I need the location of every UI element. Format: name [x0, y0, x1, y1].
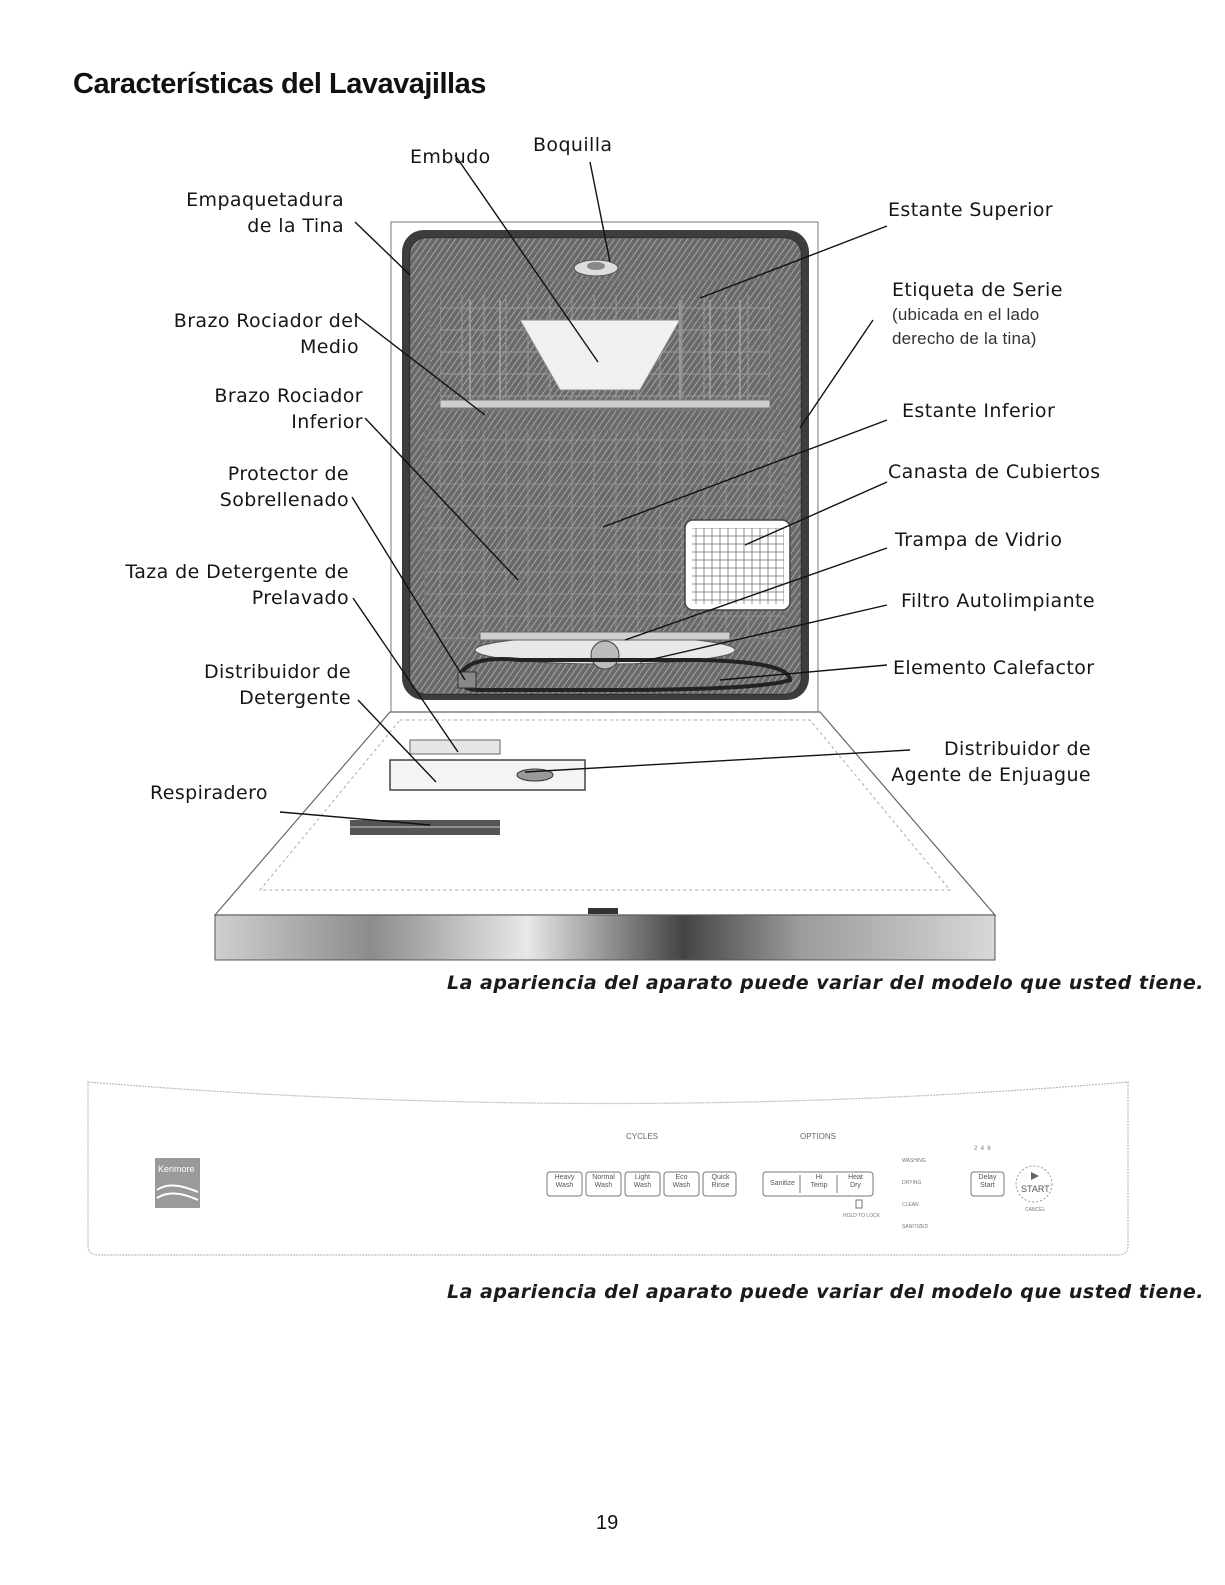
label-taza-detergente: Taza de Detergente de Prelavado	[125, 561, 349, 609]
heat-dry-button[interactable]: Heat Dry	[848, 1174, 863, 1189]
label-protector: Protector de Sobrellenado	[219, 463, 349, 511]
label-elemento-calefactor: Elemento Calefactor	[893, 657, 1095, 679]
label-distribuidor-detergente: Distribuidor de Detergente	[203, 661, 351, 709]
brand-text: Kenmore	[158, 1164, 195, 1174]
cancel-label: CANCEL	[1025, 1207, 1046, 1213]
label-canasta-cubiertos: Canasta de Cubiertos	[888, 461, 1101, 483]
caption-bottom: La apariencia del aparato puede variar d…	[447, 1281, 1204, 1303]
page-number: 19	[596, 1512, 619, 1534]
label-trampa-vidrio: Trampa de Vidrio	[895, 529, 1063, 551]
label-embudo: Embudo	[410, 146, 491, 168]
start-button[interactable]: START	[1021, 1184, 1050, 1194]
sanitize-button[interactable]: Sanitize	[770, 1180, 795, 1187]
status-drying: DRYING	[902, 1180, 922, 1186]
hold-to-lock-label: HOLD TO LOCK	[843, 1213, 881, 1219]
status-washing: WASHING	[902, 1158, 926, 1164]
options-heading: OPTIONS	[800, 1132, 837, 1141]
delay-start-button[interactable]: Delay Start	[978, 1174, 997, 1189]
label-boquilla: Boquilla	[533, 134, 613, 156]
label-brazo-medio: Brazo Rociador del Medio	[173, 310, 359, 358]
cycles-heading: CYCLES	[626, 1132, 659, 1141]
caption-top: La apariencia del aparato puede variar d…	[447, 972, 1204, 994]
kenmore-logo	[155, 1158, 200, 1208]
label-estante-inferior: Estante Inferior	[902, 400, 1056, 422]
label-respiradero: Respiradero	[150, 782, 268, 804]
hi-temp-button[interactable]: Hi Temp	[810, 1174, 828, 1189]
status-clean: CLEAN	[902, 1202, 919, 1208]
status-sanitized: SANITIZED	[902, 1224, 929, 1230]
label-agente-enjuague: Distribuidor de Agente de Enjuague	[891, 738, 1091, 786]
status-indicators: WASHING DRYING CLEAN SANITIZED	[902, 1150, 928, 1238]
label-etiqueta-serie: Etiqueta de Serie (ubicada en el lado de…	[892, 279, 1063, 348]
label-filtro: Filtro Autolimpiante	[901, 590, 1095, 612]
label-empaquetadura: Empaquetadura de la Tina	[186, 189, 344, 237]
label-brazo-inferior: Brazo Rociador Inferior	[214, 385, 363, 433]
delay-hours: 2 4 6	[974, 1146, 991, 1152]
page-title: Características del Lavavajillas	[73, 68, 486, 100]
label-estante-superior: Estante Superior	[888, 199, 1053, 221]
